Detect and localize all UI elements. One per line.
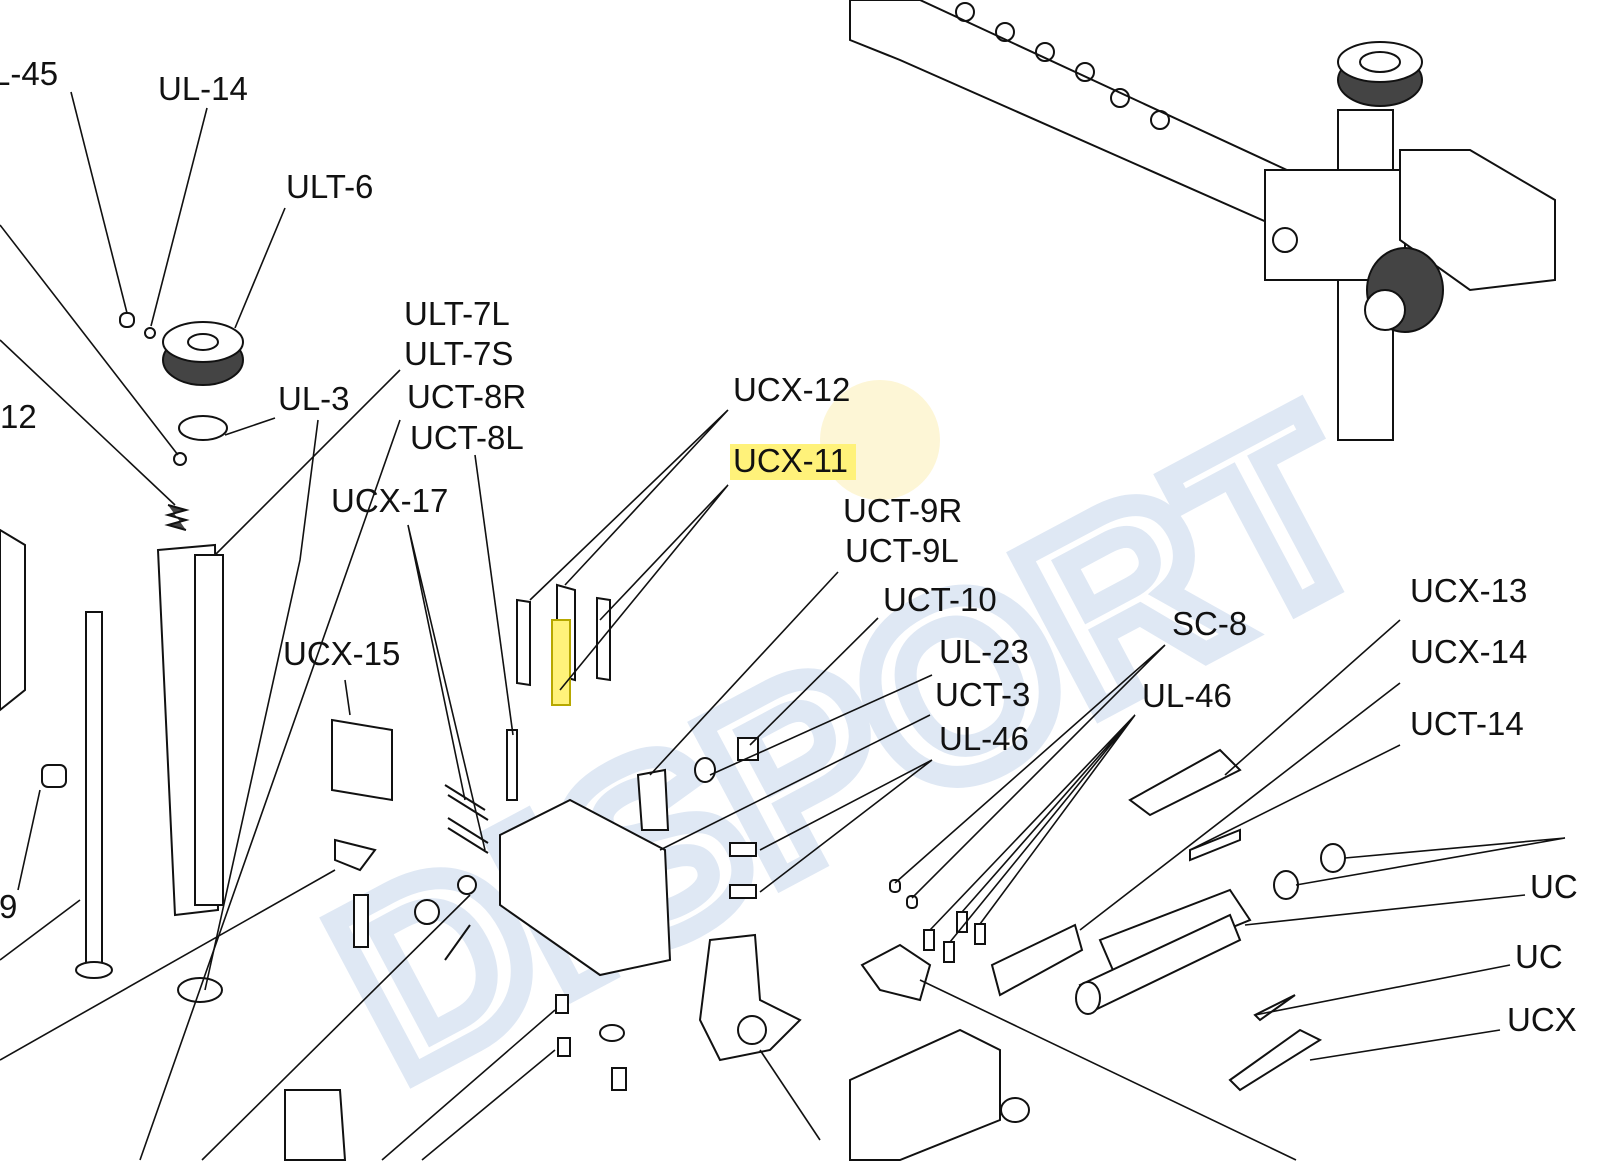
label-ucx-14: UCX-14 (1410, 633, 1527, 670)
label-12: 12 (0, 398, 37, 435)
left-parts (0, 312, 518, 1161)
label-ul-46-second: UL-46 (1142, 677, 1232, 714)
label-ucx-12: UCX-12 (733, 371, 850, 408)
label-ul-14: UL-14 (158, 70, 248, 107)
label-ucx-15: UCX-15 (283, 635, 400, 672)
label-uct-8r: UCT-8R (407, 378, 526, 415)
label-uct-8l: UCT-8L (410, 419, 524, 456)
sight-assembly (849, 0, 1556, 441)
label-uct-9r: UCT-9R (843, 492, 962, 529)
ucx-11-highlight (730, 444, 856, 480)
label-uc-right-2: UC (1515, 938, 1563, 975)
label-uct-3: UCT-3 (935, 676, 1030, 713)
ucx-11-part-highlighted (551, 619, 571, 706)
label-uct-9l: UCT-9L (845, 532, 959, 569)
label-uc-right-1: UC (1530, 868, 1578, 905)
label-uct-14: UCT-14 (1410, 705, 1524, 742)
label-ul-46: UL-46 (939, 720, 1029, 757)
label-ucx-11: UCX-11 (733, 442, 848, 479)
label-ult-7l: ULT-7L (404, 295, 510, 332)
label-ul-23: UL-23 (939, 633, 1029, 670)
label-ucx-17: UCX-17 (331, 482, 448, 519)
label-sc-8: SC-8 (1172, 605, 1247, 642)
label-ul-45: L-45 (0, 55, 58, 92)
label-uct-10: UCT-10 (883, 581, 997, 618)
center-parts (499, 583, 1030, 1161)
label-9: -9 (0, 888, 17, 925)
leader-lines (0, 91, 1566, 1161)
part-labels: L-45 UL-14 ULT-6 UL-3 12 ULT-7L ULT-7S U… (0, 55, 1578, 1038)
label-ul-3: UL-3 (278, 380, 350, 417)
label-ucx-right: UCX (1507, 1001, 1577, 1038)
label-ult-7s: ULT-7S (404, 335, 513, 372)
right-parts (860, 748, 1346, 1092)
label-ult-6: ULT-6 (286, 168, 373, 205)
label-ucx-13: UCX-13 (1410, 572, 1527, 609)
